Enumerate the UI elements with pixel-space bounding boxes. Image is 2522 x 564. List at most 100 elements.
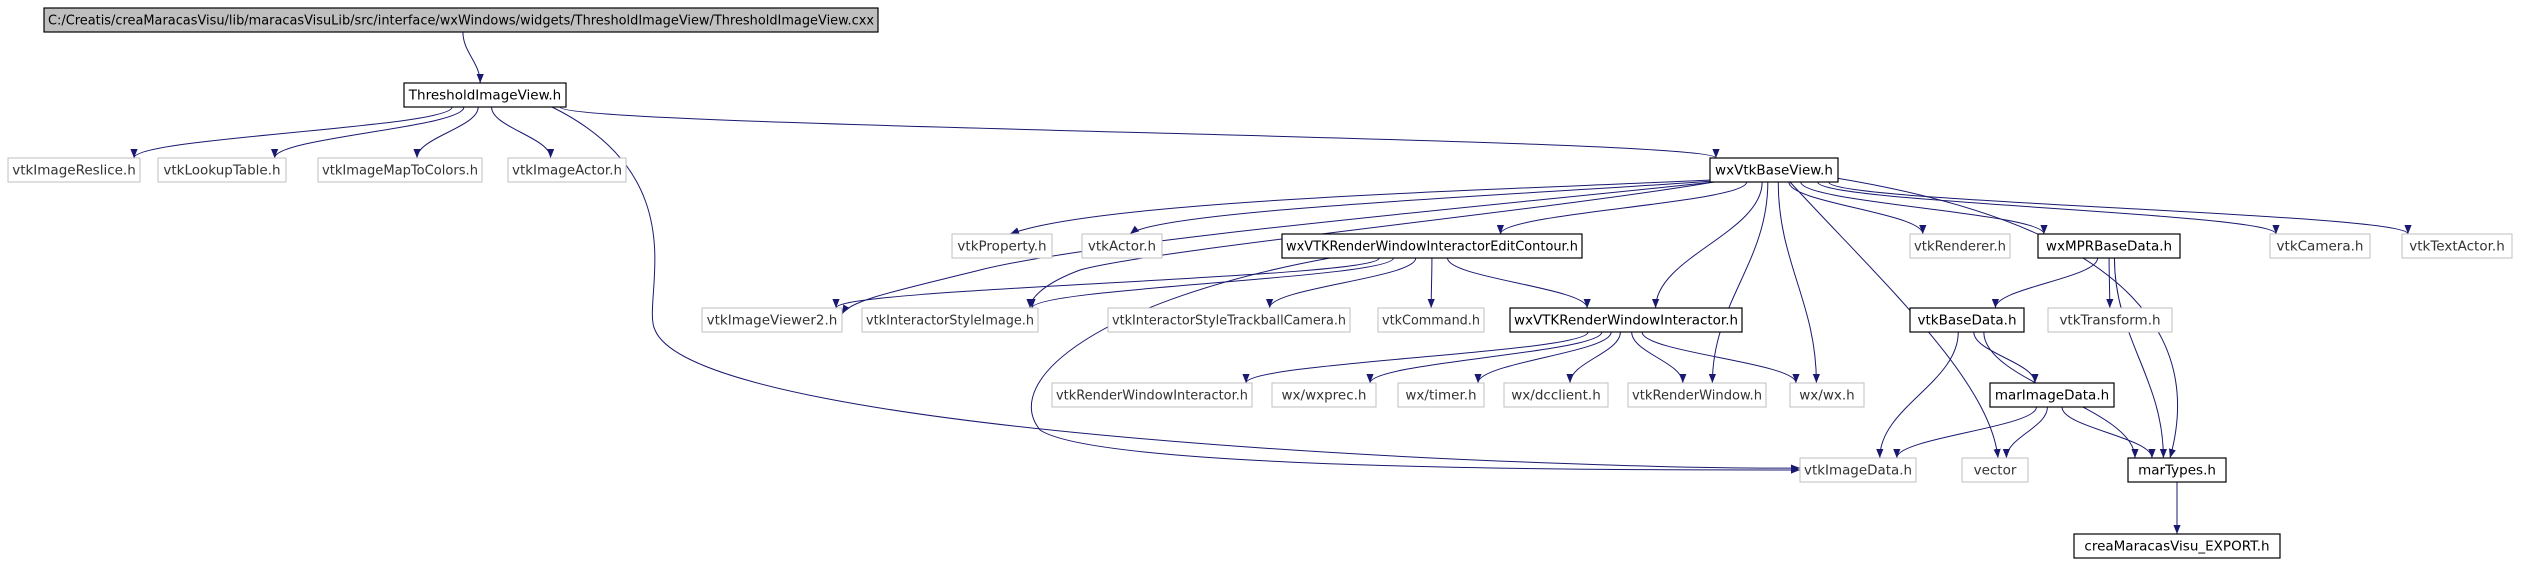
node-transform[interactable]: vtkTransform.h	[2047, 307, 2173, 333]
node-dcclient[interactable]: wx/dcclient.h	[1503, 382, 1609, 408]
node-label: C:/Creatis/creaMaracasVisu/lib/maracasVi…	[48, 13, 874, 29]
node-box	[2037, 233, 2181, 259]
node-istyle[interactable]: vtkInteractorStyleImage.h	[861, 307, 1039, 333]
edge-mpr-to-transform	[2106, 257, 2114, 309]
node-viewer2[interactable]: vtkImageViewer2.h	[701, 307, 843, 333]
node-label: vtkImageReslice.h	[12, 163, 136, 179]
node-label: vector	[1974, 463, 2017, 479]
node-camera[interactable]: vtkCamera.h	[2269, 233, 2371, 259]
node-edit[interactable]: wxVTKRenderWindowInteractorEditContour.h	[1281, 233, 1583, 259]
node-label: vtkTextActor.h	[2409, 239, 2505, 255]
node-label: vtkRenderer.h	[1914, 239, 2006, 255]
node-label: wx/timer.h	[1405, 388, 1476, 404]
edge-rwi-to-dcclient	[1566, 331, 1621, 384]
node-textactor[interactable]: vtkTextActor.h	[2401, 233, 2513, 259]
node-actor[interactable]: vtkActor.h	[1081, 233, 1163, 259]
node-label: vtkInteractorStyleImage.h	[866, 313, 1034, 329]
nodes-layer: C:/Creatis/creaMaracasVisu/lib/maracasVi…	[7, 7, 2513, 559]
edge-base-to-istyle	[1026, 181, 1715, 309]
node-box	[1397, 382, 1485, 408]
node-label: vtkCamera.h	[2277, 239, 2364, 255]
edge-thr-to-reslice	[130, 106, 453, 159]
node-imgdata[interactable]: vtkImageData.h	[1799, 457, 1917, 483]
node-box	[1503, 382, 1609, 408]
node-label: vtkImageMapToColors.h	[322, 163, 478, 179]
node-lut[interactable]: vtkLookupTable.h	[157, 157, 287, 183]
edge-base-to-martypes	[1835, 177, 2178, 459]
edge-base-to-camera	[1817, 181, 2280, 235]
node-box	[1107, 307, 1351, 333]
node-box	[1909, 307, 2025, 333]
node-box	[1709, 157, 1839, 183]
edge-base-to-renwin	[1708, 181, 1769, 384]
node-export[interactable]: creaMaracasVisu_EXPORT.h	[2073, 533, 2281, 559]
node-box	[1799, 457, 1917, 483]
node-label: vtkImageData.h	[1804, 463, 1912, 479]
node-label: wxVTKRenderWindowInteractorEditContour.h	[1286, 239, 1578, 255]
node-label: wx/wxprec.h	[1281, 388, 1366, 404]
node-label: wx/dcclient.h	[1511, 388, 1601, 404]
edge-base-to-textactor	[1828, 181, 2412, 235]
node-reslice[interactable]: vtkImageReslice.h	[7, 157, 141, 183]
node-box	[1271, 382, 1377, 408]
node-base[interactable]: wxVtkBaseView.h	[1709, 157, 1839, 183]
edge-base-to-edit	[1496, 181, 1748, 235]
edge-mpr-to-martypes	[2113, 257, 2167, 459]
node-command[interactable]: vtkCommand.h	[1377, 307, 1485, 333]
edge-thr-to-base	[559, 106, 1720, 159]
node-prop[interactable]: vtkProperty.h	[951, 233, 1053, 259]
node-martypes[interactable]: marTypes.h	[2127, 457, 2227, 483]
edge-edit-to-imgdata	[1030, 257, 1801, 474]
node-label: wxMPRBaseData.h	[2046, 239, 2172, 255]
node-vtkrwi[interactable]: vtkRenderWindowInteractor.h	[1051, 382, 1253, 408]
node-label: wxVtkBaseView.h	[1715, 163, 1833, 179]
edge-edit-to-istyle	[1028, 257, 1394, 309]
node-mpr[interactable]: wxMPRBaseData.h	[2037, 233, 2181, 259]
edge-mpr-to-vtkbase	[1991, 257, 2099, 309]
node-wxprec[interactable]: wx/wxprec.h	[1271, 382, 1377, 408]
node-vector[interactable]: vector	[1961, 457, 2029, 483]
node-thr[interactable]: ThresholdImageView.h	[403, 82, 567, 108]
node-root[interactable]: C:/Creatis/creaMaracasVisu/lib/maracasVi…	[43, 7, 879, 33]
edge-thr-to-lut	[271, 106, 465, 159]
node-trackball[interactable]: vtkInteractorStyleTrackballCamera.h	[1107, 307, 1351, 333]
node-label: vtkImageViewer2.h	[707, 313, 838, 329]
node-label: vtkImageActor.h	[512, 163, 622, 179]
edge-edit-to-trackball	[1266, 257, 1417, 309]
node-box	[157, 157, 287, 183]
node-box	[2269, 233, 2371, 259]
node-box	[403, 82, 567, 108]
edge-edit-to-rwi	[1447, 257, 1591, 309]
node-box	[951, 233, 1053, 259]
edge-rwi-to-wxprec	[1366, 331, 1603, 384]
node-box	[1961, 457, 2029, 483]
node-box	[1509, 307, 1743, 333]
node-label: marTypes.h	[2138, 463, 2216, 479]
node-label: vtkInteractorStyleTrackballCamera.h	[1112, 313, 1346, 329]
node-vtkbase[interactable]: vtkBaseData.h	[1909, 307, 2025, 333]
edge-vtkbase-to-imgdata	[1876, 331, 1959, 459]
edge-base-to-mpr	[1800, 181, 2048, 235]
node-timer[interactable]: wx/timer.h	[1397, 382, 1485, 408]
node-box	[1281, 233, 1583, 259]
node-box	[7, 157, 141, 183]
edge-base-to-actor	[1129, 180, 1715, 235]
node-label: vtkCommand.h	[1382, 313, 1480, 329]
node-label: wx/wx.h	[1799, 388, 1854, 404]
node-box	[507, 157, 627, 183]
node-label: vtkLookupTable.h	[163, 163, 280, 179]
node-mapcol[interactable]: vtkImageMapToColors.h	[317, 157, 483, 183]
node-renwin[interactable]: vtkRenderWindow.h	[1627, 382, 1767, 408]
node-marimg[interactable]: marImageData.h	[1989, 382, 2115, 408]
edge-marimg-to-martypes	[2061, 406, 2156, 459]
edge-rwi-to-wxwx	[1641, 331, 1800, 384]
node-box	[2047, 307, 2173, 333]
node-imgactor[interactable]: vtkImageActor.h	[507, 157, 627, 183]
edge-thr-to-imgdata	[551, 106, 1801, 472]
node-wxwx[interactable]: wx/wx.h	[1789, 382, 1865, 408]
edge-rwi-to-renwin	[1631, 331, 1687, 384]
node-renderer[interactable]: vtkRenderer.h	[1909, 233, 2011, 259]
node-rwi[interactable]: wxVTKRenderWindowInteractor.h	[1509, 307, 1743, 333]
node-box	[1627, 382, 1767, 408]
